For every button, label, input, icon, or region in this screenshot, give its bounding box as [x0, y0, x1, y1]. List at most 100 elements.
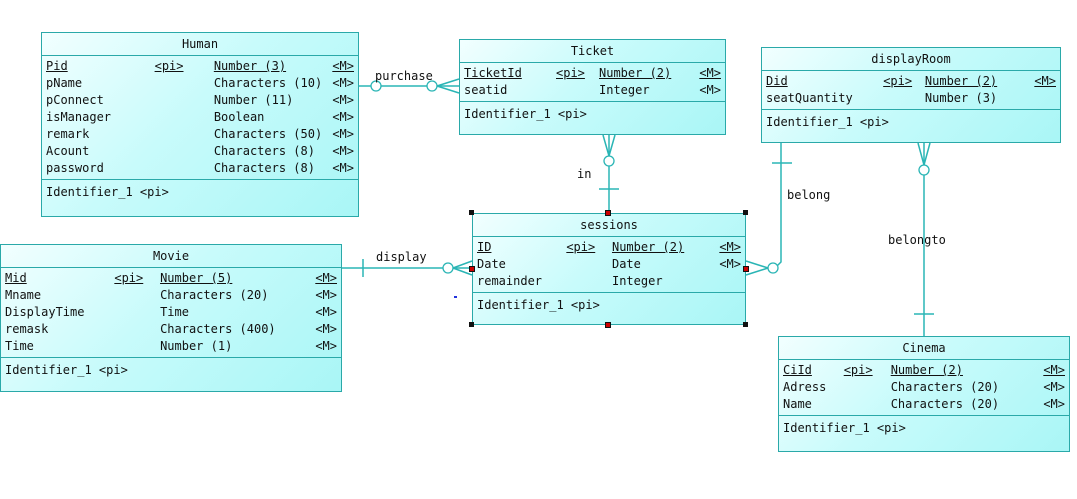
attribute-mandatory: <M>: [332, 110, 354, 124]
crowfoot-symbol: [608, 134, 616, 157]
identifier: Identifier_1 <pi>: [5, 363, 128, 377]
crowfoot-symbol: [745, 260, 769, 269]
relationship-line-belong: [774, 143, 782, 269]
attribute-key: <pi>: [843, 363, 873, 377]
attribute-mandatory: <M>: [315, 271, 337, 285]
attribute-name: Time: [5, 339, 34, 353]
zero-circle-symbol: [370, 80, 382, 92]
entity-title: displayRoom: [762, 48, 1060, 71]
relationship-label-purchase[interactable]: purchase: [375, 69, 433, 83]
selection-handle-top-right[interactable]: [743, 210, 748, 215]
attribute-mandatory: <M>: [1043, 397, 1065, 411]
attribute-mandatory: <M>: [332, 76, 354, 90]
entity-displayroom[interactable]: displayRoom Did<pi>Number (2)<M>seatQuan…: [761, 47, 1061, 143]
attribute-type: Characters (8): [213, 161, 315, 175]
attribute-key: <pi>: [114, 271, 144, 285]
attribute-name: remark: [46, 127, 90, 141]
attribute-type: Characters (8): [213, 144, 315, 158]
attribute-name: password: [46, 161, 104, 175]
attribute-type: Number (2): [599, 66, 672, 80]
attribute-key: [114, 304, 160, 321]
attribute-mandatory: <M>: [315, 305, 337, 319]
attribute-row[interactable]: Mid<pi>Number (5)<M>: [5, 270, 337, 287]
attribute-mandatory: <M>: [1034, 74, 1056, 88]
attribute-row[interactable]: Did<pi>Number (2)<M>: [766, 73, 1056, 90]
attribute-mandatory: <M>: [332, 161, 354, 175]
crowfoot-symbol: [745, 267, 769, 276]
attribute-key: [155, 75, 214, 92]
attribute-key: [844, 379, 891, 396]
relationship-label-in[interactable]: in: [577, 167, 592, 181]
attribute-key: <pi>: [883, 74, 913, 88]
attribute-key: [155, 143, 214, 160]
selection-handle-top[interactable]: [605, 210, 611, 216]
attribute-key: [566, 256, 612, 273]
selection-handle-bottom-right[interactable]: [743, 322, 748, 327]
attribute-row[interactable]: TicketId<pi>Number (2)<M>: [464, 65, 721, 82]
zero-circle-symbol: [918, 164, 930, 176]
attribute-type: Number (3): [924, 91, 998, 105]
selection-handle-bottom-left[interactable]: [469, 322, 474, 327]
attribute-mandatory: <M>: [332, 144, 354, 158]
attribute-key: [566, 273, 612, 290]
attribute-type: Number (11): [213, 93, 294, 107]
relationship-label-belong[interactable]: belong: [787, 188, 831, 202]
attribute-type: Characters (20): [890, 397, 1000, 411]
relationship-label-display[interactable]: display: [376, 250, 427, 264]
attribute-type: Number (2): [890, 363, 963, 377]
attribute-mandatory: <M>: [1043, 380, 1065, 394]
attribute-name: Adress: [783, 380, 827, 394]
attribute-mandatory: <M>: [332, 93, 354, 107]
attribute-key: [883, 90, 925, 107]
crowfoot-symbol: [602, 134, 610, 157]
attribute-row[interactable]: ID<pi>Number (2)<M>: [477, 239, 741, 256]
attribute-name: Did: [766, 74, 788, 88]
selection-handle-left[interactable]: [469, 266, 475, 272]
entity-title: Ticket: [460, 40, 725, 63]
relationship-label-belongto[interactable]: belongto: [888, 233, 946, 247]
attribute-mandatory: <M>: [315, 288, 337, 302]
attribute-type: Date: [611, 257, 641, 271]
attribute-key: <pi>: [154, 59, 184, 73]
attribute-name: isManager: [46, 110, 112, 124]
attribute-name: Mid: [5, 271, 27, 285]
attribute-type: Characters (20): [890, 380, 1000, 394]
attribute-mandatory: <M>: [315, 322, 337, 336]
attribute-row[interactable]: Adress Characters (20) <M>: [783, 379, 1065, 396]
identifier: Identifier_1 <pi>: [464, 107, 587, 121]
attribute-row[interactable]: password Characters (8) <M>: [46, 160, 354, 177]
identifier: Identifier_1 <pi>: [477, 298, 600, 312]
attribute-type: Integer: [611, 274, 663, 288]
attribute-row[interactable]: Pid<pi>Number (3)<M>: [46, 58, 354, 75]
attribute-key: <pi>: [556, 66, 585, 80]
attribute-name: ID: [477, 240, 492, 254]
entity-title: Human: [42, 33, 358, 56]
attribute-row[interactable]: CiId<pi>Number (2)<M>: [783, 362, 1065, 379]
selection-handle-right[interactable]: [743, 266, 749, 272]
attribute-key: [114, 287, 160, 304]
selection-handle-top-left[interactable]: [469, 210, 474, 215]
selection-handle-bottom[interactable]: [605, 322, 611, 328]
zero-circle-symbol: [603, 155, 615, 167]
